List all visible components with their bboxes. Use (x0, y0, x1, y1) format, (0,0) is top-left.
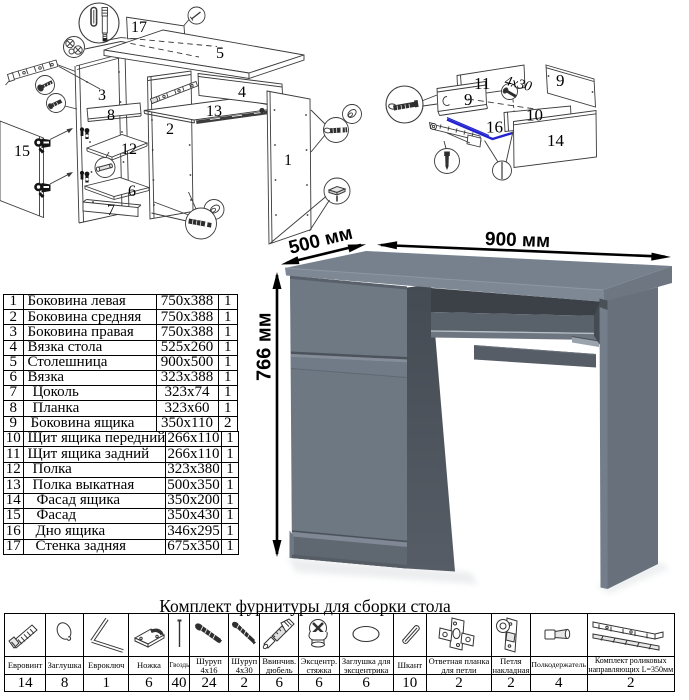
svg-text:9: 9 (556, 71, 565, 90)
svg-text:766 мм: 766 мм (254, 312, 276, 381)
svg-text:11: 11 (474, 74, 490, 93)
svg-text:2: 2 (166, 121, 174, 138)
svg-text:8: 8 (107, 107, 115, 124)
svg-text:13: 13 (206, 103, 222, 120)
svg-text:10: 10 (526, 106, 543, 125)
svg-text:900 мм: 900 мм (485, 229, 551, 252)
svg-text:3: 3 (98, 87, 106, 104)
svg-text:6: 6 (128, 183, 136, 200)
svg-text:14: 14 (547, 131, 565, 150)
svg-text:4: 4 (238, 84, 246, 101)
svg-text:12: 12 (121, 141, 137, 158)
svg-text:16: 16 (486, 118, 503, 137)
svg-text:17: 17 (131, 19, 147, 36)
svg-text:9: 9 (464, 90, 473, 109)
svg-text:7: 7 (107, 202, 115, 219)
svg-text:15: 15 (14, 143, 30, 160)
svg-text:1: 1 (284, 152, 292, 169)
svg-text:5: 5 (216, 45, 224, 62)
svg-text:4х30: 4х30 (503, 74, 533, 95)
